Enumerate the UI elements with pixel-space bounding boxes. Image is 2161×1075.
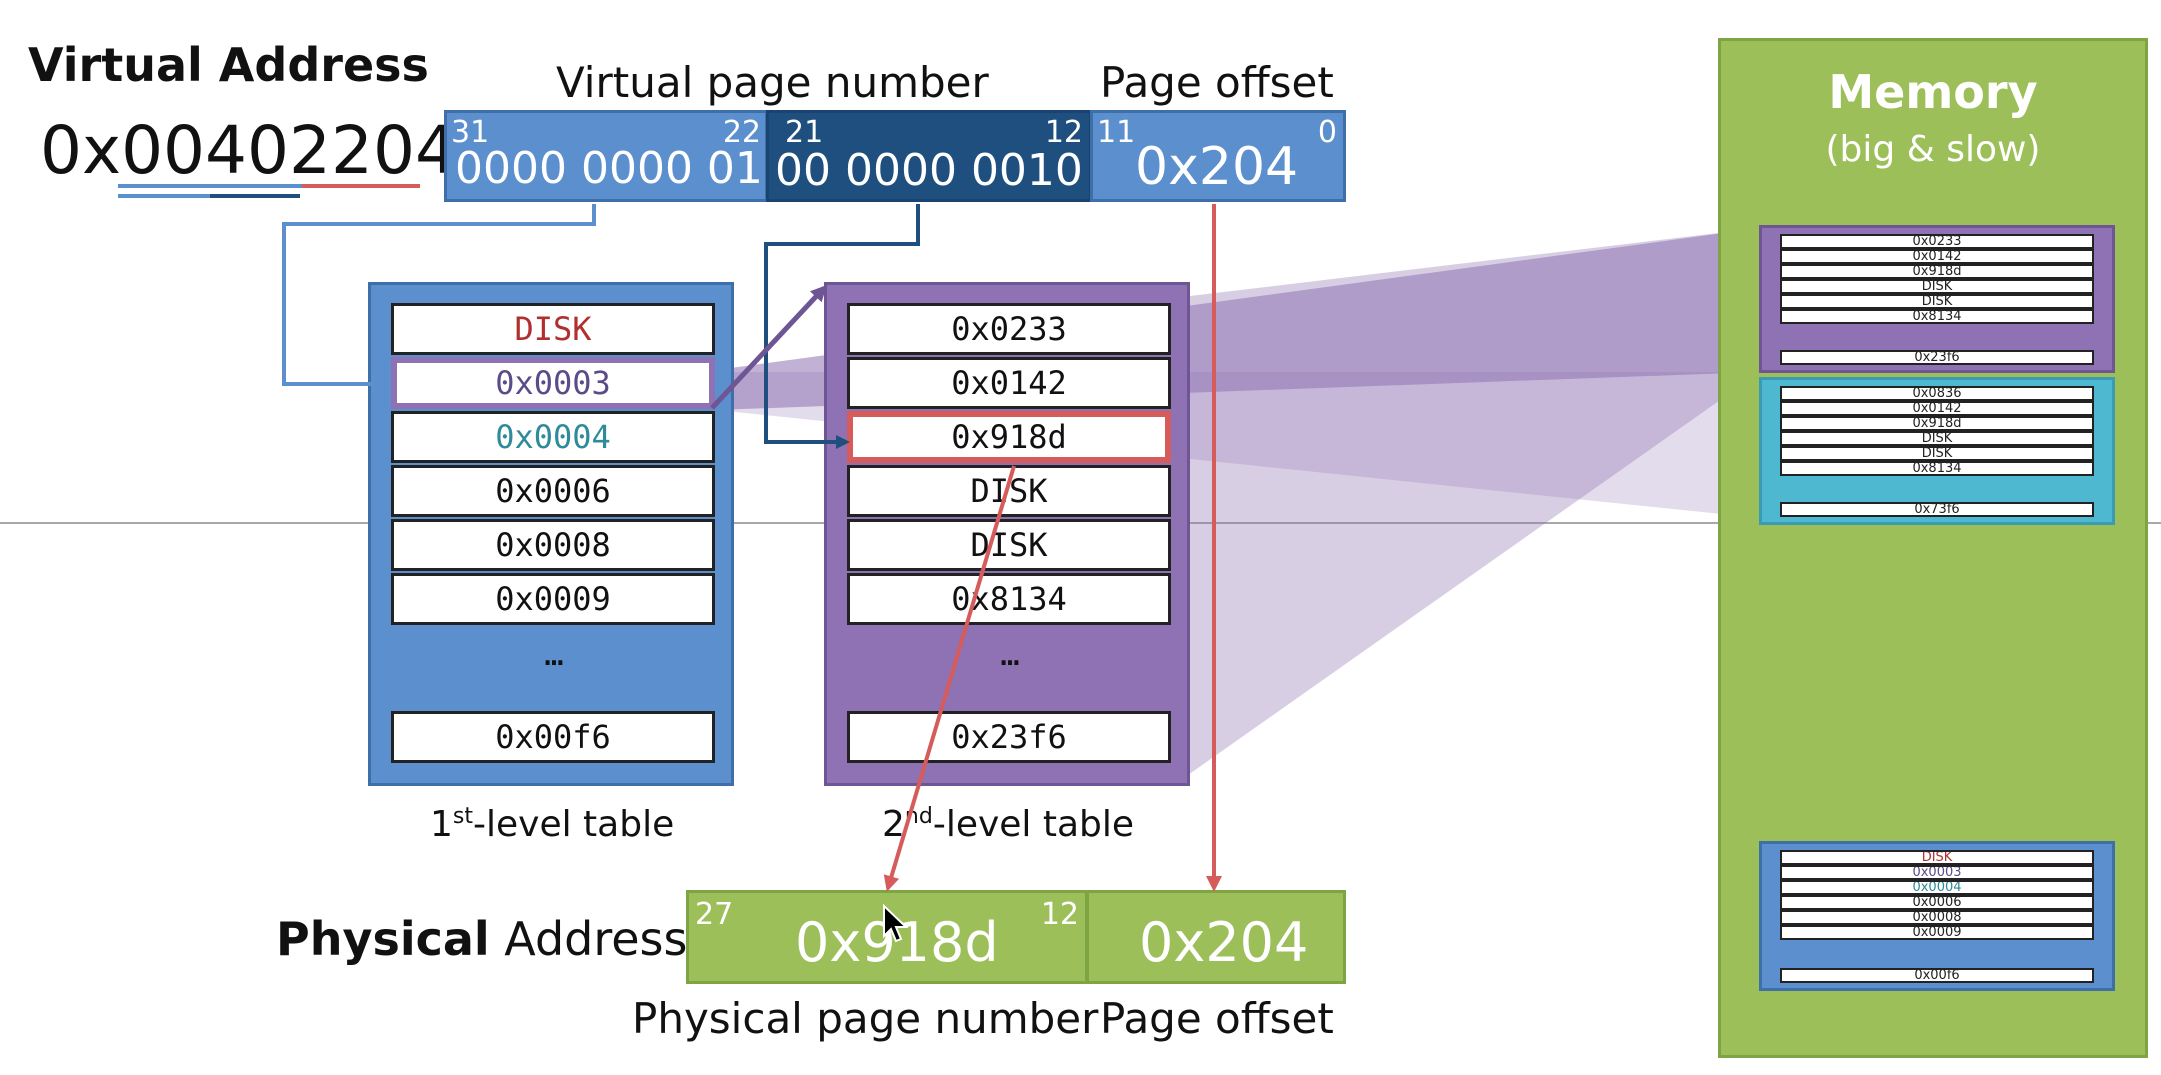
va-l2-field: 21 12 00 0000 0010 [766,110,1092,202]
ppn-label: Physical page number [632,994,1099,1043]
vpn-label: Virtual page number [556,58,989,107]
virtual-address-value: 0x00402204 [40,112,457,189]
physical-address-label: Physical Address [276,912,688,966]
memory-title: Memory [1828,65,2038,119]
l2-row: DISK [847,519,1171,571]
l1-row: 0x0004 [391,411,715,463]
memory-block-second-table-alt: 0x0836 0x0142 0x918d DISK DISK 0x8134 0x… [1759,377,2115,525]
l1-row: 0x0006 [391,465,715,517]
pa-offset-field: 0x204 [1086,890,1346,984]
first-level-table-label: 1st-level table [430,804,674,845]
mouse-cursor-icon [883,903,909,943]
arrow-l1-index [282,204,596,389]
mem-row: DISK [1780,850,2094,865]
l1-label-sup: st [452,804,473,829]
va-offset-value: 0x204 [1135,137,1299,197]
pa-bit-12: 12 [1040,897,1079,932]
va-part-2: 022 [247,112,374,189]
va-prefix: 0x [40,112,122,189]
underline-l1 [118,184,308,188]
mem-row: 0x0006 [1780,895,2094,910]
underline-l1-low [118,194,248,198]
memory-panel: Memory (big & slow) 0x0233 0x0142 0x918d… [1718,38,2148,1058]
underline-offset [302,184,420,188]
mem-row: 0x0009 [1780,925,2094,940]
l1-label-text: -level table [473,804,675,845]
l1-row-selected: 0x0003 [391,357,715,409]
pa-label-rest: Address [504,912,688,966]
pa-label-bold: Physical [276,912,490,966]
l2-row: 0x0142 [847,357,1171,409]
l1-row: 0x0008 [391,519,715,571]
second-level-table: 0x0233 0x0142 0x918d DISK DISK 0x8134 … … [824,282,1190,786]
bit-11: 11 [1097,115,1136,150]
l1-row: DISK [391,303,715,355]
l1-ellipsis: … [544,635,564,673]
l2-ellipsis: … [1000,635,1020,673]
mem-row: 0x8134 [1780,309,2094,324]
mem-row: DISK [1780,446,2094,461]
arrow-l1-to-l2-table [710,285,827,410]
virtual-address-label: Virtual Address [28,38,429,92]
l2-label-text: -level table [932,804,1135,845]
mem-row: 0x0142 [1780,401,2094,416]
projection-second-table [1188,228,1760,775]
underline-l2 [210,194,300,198]
memory-subtitle: (big & slow) [1825,129,2041,170]
bit-27: 27 [695,897,734,932]
mem-row: DISK [1780,431,2094,446]
va-part-1: 004 [121,112,248,189]
va-offset-label: Page offset [1100,58,1334,107]
bit-22: 22 [722,115,761,150]
arrow-l2-index [764,204,920,449]
mem-row: 0x8134 [1780,461,2094,476]
mem-row: DISK [1780,279,2094,294]
memory-block-first-table: DISK 0x0003 0x0004 0x0006 0x0008 0x0009 … [1759,841,2115,991]
pa-offset-value: 0x204 [1139,911,1309,974]
mem-row: 0x23f6 [1780,350,2094,365]
l2-label-num: 2 [882,804,905,845]
bit-21: 21 [785,115,824,150]
mem-row: 0x918d [1780,416,2094,431]
mem-row: 0x0004 [1780,880,2094,895]
l1-row-last: 0x00f6 [391,711,715,763]
l2-row: 0x0233 [847,303,1171,355]
bit-0: 0 [1317,115,1337,150]
bit-31: 31 [451,115,490,150]
va-l2-bits: 00 0000 0010 [775,145,1083,196]
l2-row: 0x8134 [847,573,1171,625]
mem-row: 0x918d [1780,264,2094,279]
pa-offset-label: Page offset [1100,994,1334,1043]
va-part-3: 04 [373,112,458,189]
arrow-ppn [883,465,1016,892]
l1-label-num: 1 [430,804,453,845]
first-level-table: DISK 0x0003 0x0004 0x0006 0x0008 0x0009 … [368,282,734,786]
mem-row: 0x00f6 [1780,968,2094,983]
mem-row: 0x0233 [1780,234,2094,249]
second-level-table-label: 2nd-level table [882,804,1134,845]
va-offset-field: 11 0 0x204 [1090,110,1346,202]
l1-row: 0x0009 [391,573,715,625]
va-l1-bits: 0000 0000 01 [455,143,763,194]
l2-row-selected: 0x918d [847,411,1171,463]
mem-row: 0x0142 [1780,249,2094,264]
mem-row: 0x0836 [1780,386,2094,401]
l2-row-last: 0x23f6 [847,711,1171,763]
va-l1-field: 31 22 0000 0000 01 [444,110,768,202]
mem-row: 0x73f6 [1780,502,2094,517]
bit-12: 12 [1044,115,1083,150]
mem-row: DISK [1780,294,2094,309]
memory-block-second-table: 0x0233 0x0142 0x918d DISK DISK 0x8134 0x… [1759,225,2115,373]
mem-row: 0x0008 [1780,910,2094,925]
mem-row: 0x0003 [1780,865,2094,880]
